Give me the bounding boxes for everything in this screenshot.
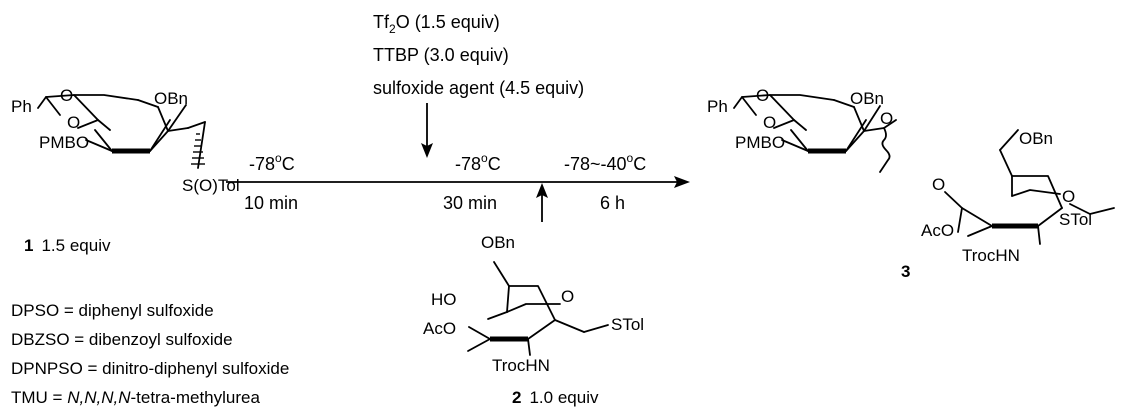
compound-3-label: 3: [901, 262, 910, 281]
acceptor-addition-arrow: [536, 183, 548, 222]
c3-aco: AcO: [921, 221, 954, 240]
c3-obn1: OBn: [850, 89, 884, 108]
c3-o2: O: [763, 113, 776, 132]
c3-oring: O: [1062, 187, 1075, 206]
compound-2-structure: [467, 261, 609, 356]
abbreviation-list: DPSO = diphenyl sulfoxide DBZSO = dibenz…: [11, 301, 289, 407]
c1-stol: S(O)Tol: [182, 176, 240, 195]
step-conditions: -78oC 10 min -78oC 30 min -78~-40oC 6 h: [244, 151, 646, 213]
step-2-time: 30 min: [443, 193, 497, 213]
c2-obn: OBn: [481, 233, 515, 252]
reagent-list: Tf2O (1.5 equiv) TTBP (3.0 equiv) sulfox…: [373, 12, 584, 98]
c2-aco: AcO: [423, 319, 456, 338]
c3-pmbo: PMBO: [735, 133, 785, 152]
reagent-tf2o: Tf2O (1.5 equiv): [373, 12, 500, 36]
reagent-sulfoxide: sulfoxide agent (4.5 equiv): [373, 78, 584, 98]
step-1-time: 10 min: [244, 193, 298, 213]
c1-pmbo: PMBO: [39, 133, 89, 152]
compound-3-labels: Ph O O OBn O PMBO O OBn O AcO STol TrocH…: [707, 86, 1092, 265]
step-1-temp: -78oC: [249, 151, 295, 174]
c1-obn: OBn: [154, 89, 188, 108]
c1-ph: Ph: [11, 97, 32, 116]
reagent-ttbp: TTBP (3.0 equiv): [373, 45, 509, 65]
abbr-tmu: TMU = N,N,N,N-tetra-methylurea: [11, 388, 260, 407]
abbr-dpso: DPSO = diphenyl sulfoxide: [11, 301, 214, 320]
compound-1-structure: [37, 94, 206, 169]
step-2-temp: -78oC: [455, 151, 501, 174]
c2-oring: O: [561, 287, 574, 306]
reaction-arrow: [226, 176, 690, 188]
c3-o-link: O: [880, 109, 893, 128]
c3-o-glyc: O: [932, 175, 945, 194]
c3-obn2: OBn: [1019, 129, 1053, 148]
step-3-temp: -78~-40oC: [564, 151, 646, 174]
abbr-dbzso: DBZSO = dibenzoyl sulfoxide: [11, 330, 233, 349]
c1-o1: O: [60, 86, 73, 105]
c1-o2: O: [67, 113, 80, 132]
compound-1-labels: Ph O O OBn PMBO S(O)Tol: [11, 86, 240, 195]
c2-trochn: TrocHN: [492, 356, 550, 375]
c3-trochn: TrocHN: [962, 246, 1020, 265]
compound-2-labels: OBn HO O AcO STol TrocHN: [423, 233, 644, 375]
c2-stol: STol: [611, 315, 644, 334]
abbr-dpnpso: DPNPSO = dinitro-diphenyl sulfoxide: [11, 359, 289, 378]
c3-o1: O: [756, 86, 769, 105]
reagent-addition-arrow: [421, 103, 433, 158]
c3-stol: STol: [1059, 210, 1092, 229]
c2-ho: HO: [431, 290, 457, 309]
compound-3-structure: [733, 94, 1115, 245]
step-3-time: 6 h: [600, 193, 625, 213]
c3-ph: Ph: [707, 97, 728, 116]
